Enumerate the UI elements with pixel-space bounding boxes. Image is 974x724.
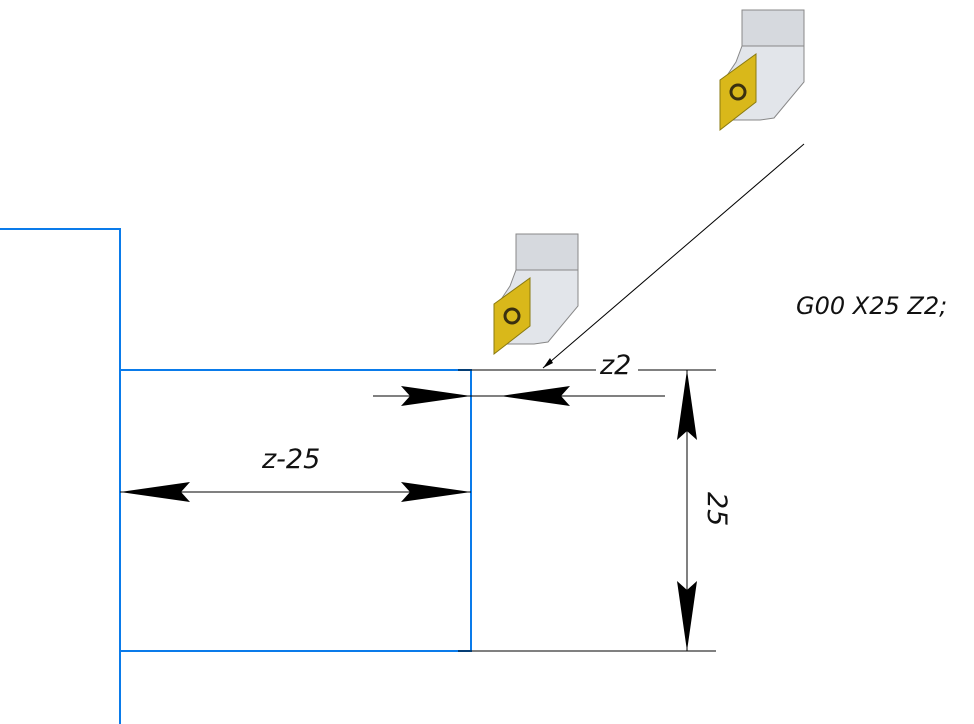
rapid-path-line [542,143,805,369]
x25-label: 25 [701,492,732,526]
z2-dimension [373,386,665,406]
z-25-dimension [120,482,471,502]
x25-dimension [677,370,697,651]
extension-lines [458,369,716,652]
tool-start-position [718,8,806,132]
z2-label: z2 [599,350,631,381]
tool-end-position [492,232,580,356]
z-25-label: z-25 [261,444,320,475]
workpiece-outline [0,228,472,724]
gcode-label: G00 X25 Z2; [796,292,947,320]
